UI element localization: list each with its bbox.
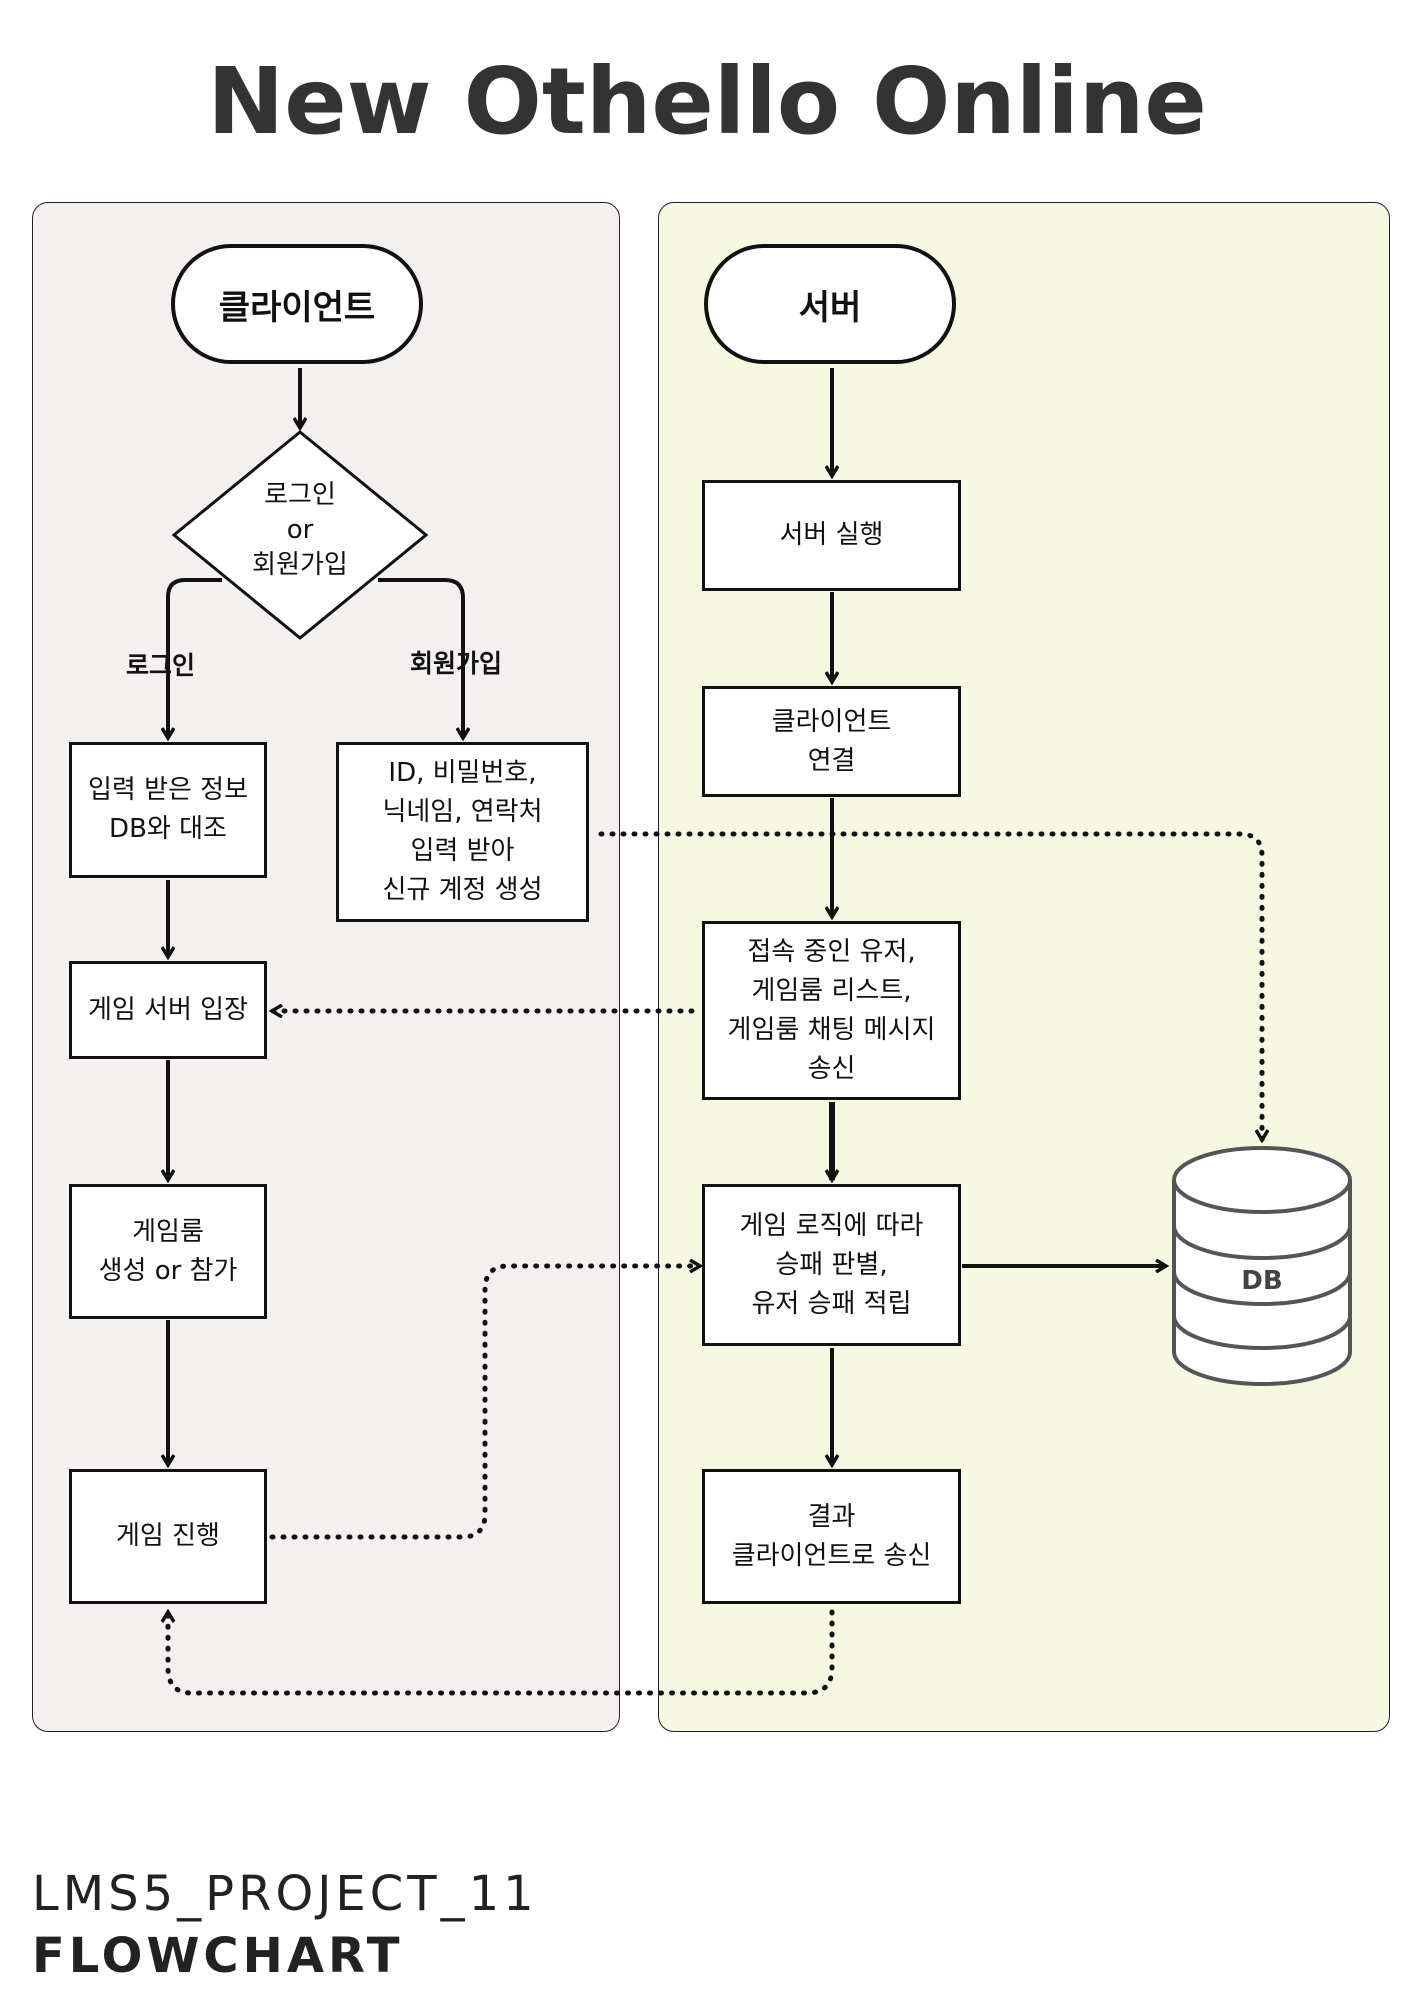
result-send-box: 결과 클라이언트로 송신 [702, 1469, 961, 1604]
decision-label: 로그인 or 회원가입 [252, 480, 348, 580]
dotted-signup-to-db [598, 831, 1262, 1140]
client-connect-box: 클라이언트 연결 [702, 686, 961, 797]
send-info-box: 접속 중인 유저, 게임룸 리스트, 게임룸 채팅 메시지 송신 [702, 921, 961, 1100]
branch-label-signup: 회원가입 [410, 649, 503, 678]
project-code: LMS5_PROJECT_11 [32, 1866, 538, 1922]
database-icon [1172, 1146, 1352, 1386]
document-type: FLOWCHART [32, 1928, 404, 1984]
judge-box: 게임 로직에 따라 승패 판별, 유저 승패 적립 [702, 1184, 961, 1346]
login-check-box: 입력 받은 정보 DB와 대조 [69, 742, 267, 878]
arrow-decision-to-login [168, 578, 222, 738]
arrow-decision-to-signup [378, 578, 463, 738]
signup-box: ID, 비밀번호, 닉네임, 연락처 입력 받아 신규 계정 생성 [336, 742, 589, 922]
dotted-result-to-play [168, 1612, 835, 1696]
dotted-play-to-judge [269, 1266, 700, 1540]
client-start-terminal: 클라이언트 [171, 244, 423, 364]
database-label: DB [1241, 1266, 1283, 1296]
enter-server-box: 게임 서버 입장 [69, 961, 267, 1059]
page-title: New Othello Online [207, 48, 1207, 155]
decision-diamond [171, 430, 429, 640]
server-start-terminal: 서버 [704, 244, 956, 364]
branch-label-login: 로그인 [126, 651, 196, 680]
game-play-box: 게임 진행 [69, 1469, 267, 1604]
server-run-box: 서버 실행 [702, 480, 961, 591]
game-room-box: 게임룸 생성 or 참가 [69, 1184, 267, 1319]
